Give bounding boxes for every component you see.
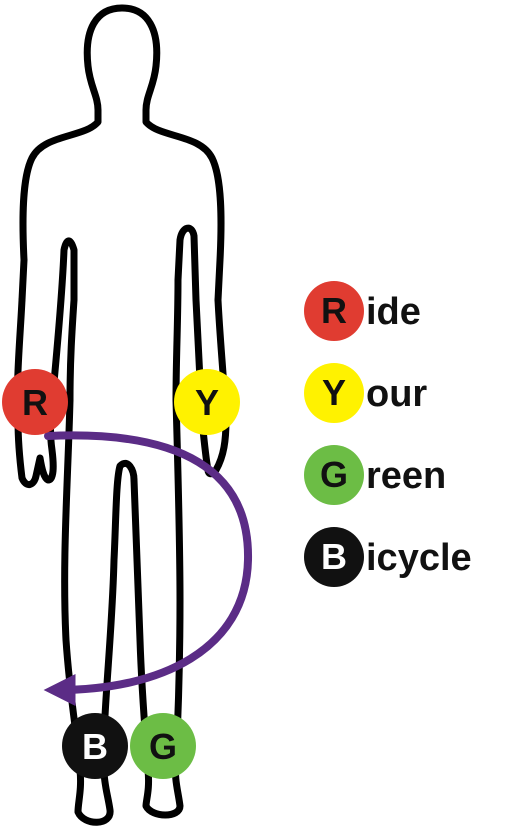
figure-right-leg xyxy=(130,396,184,819)
legend-letter: G xyxy=(320,454,348,495)
figure-left-leg xyxy=(61,396,138,826)
figure-head xyxy=(118,4,225,304)
legend-letter: R xyxy=(321,290,347,331)
legend-word-rest: ide xyxy=(366,291,421,333)
marker-g: G xyxy=(130,713,196,779)
marker-letter: G xyxy=(149,726,177,767)
figure-head-left xyxy=(18,4,126,304)
marker-circle xyxy=(2,369,68,435)
marker-circle xyxy=(130,713,196,779)
marker-y: Y xyxy=(174,369,240,435)
marker-letter: R xyxy=(22,382,48,423)
direction-arrow xyxy=(43,431,253,706)
legend-letter: Y xyxy=(322,372,346,413)
human-figure-outline xyxy=(13,4,230,826)
marker-circle xyxy=(174,369,240,435)
legend-circle xyxy=(304,281,364,341)
legend-word-rest: icycle xyxy=(366,537,472,579)
marker-letter: B xyxy=(82,726,108,767)
marker-b: B xyxy=(62,713,128,779)
marker-circle xyxy=(62,713,128,779)
legend-circle xyxy=(304,445,364,505)
legend-word-rest: reen xyxy=(366,455,446,497)
legend-circle xyxy=(304,527,364,587)
legend-circle xyxy=(304,363,364,423)
marker-letter: Y xyxy=(195,382,219,423)
figure-left-arm xyxy=(13,237,78,488)
legend-letter: B xyxy=(321,536,347,577)
legend-word-rest: our xyxy=(366,373,427,415)
marker-r: R xyxy=(2,369,68,435)
